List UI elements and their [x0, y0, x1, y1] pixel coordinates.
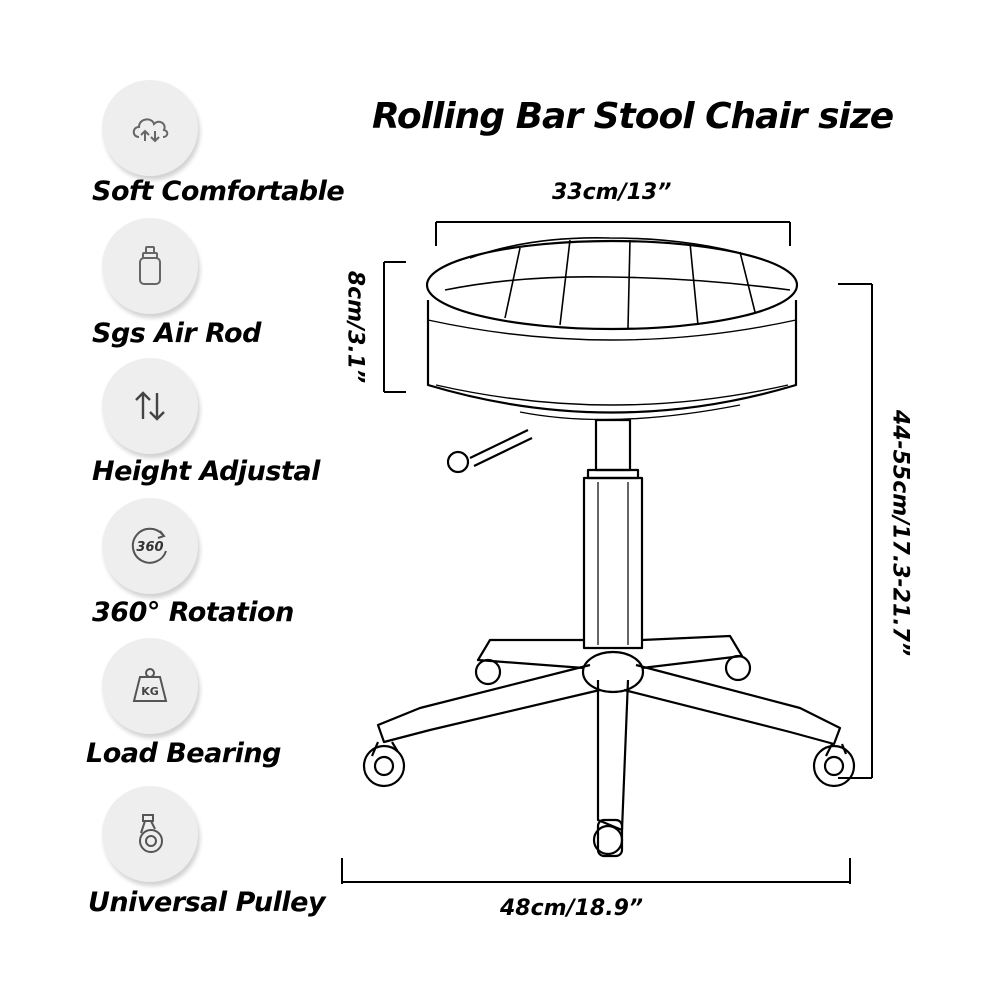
feature-360-rotation: 360 [102, 498, 198, 594]
star-base [376, 634, 842, 832]
feature-label: 360° Rotation [92, 597, 294, 628]
gas-column [582, 418, 644, 650]
weight-badge-text: KG [141, 685, 159, 698]
casters [362, 654, 856, 858]
bottle-icon [139, 246, 161, 285]
seat-cushion [425, 237, 799, 421]
feature-load-bearing: KG [102, 638, 198, 734]
up-down-arrows-icon [135, 391, 165, 421]
feature-soft-comfortable [102, 80, 198, 176]
seat-width-label: 33cm/13” [552, 180, 672, 205]
feature-label: Height Adjustal [92, 456, 320, 487]
weight-kg-icon: KG [132, 668, 168, 702]
feature-air-rod [102, 218, 198, 314]
feature-label: Sgs Air Rod [92, 318, 261, 349]
base-width-line [341, 858, 851, 884]
seat-thickness-line [383, 261, 406, 393]
caster-wheel-icon [139, 814, 163, 853]
feature-label: Universal Pulley [88, 887, 326, 918]
feature-label: Load Bearing [86, 738, 281, 769]
stool-illustration [362, 237, 856, 858]
feature-height-adjustable [102, 358, 198, 454]
height-line [838, 283, 873, 779]
cloud-sync-icon [132, 118, 169, 143]
feature-label: Soft Comfortable [92, 176, 345, 207]
feature-universal-pulley [102, 786, 198, 882]
rotation-360-icon: 360 [131, 527, 167, 564]
base-width-label: 48cm/18.9” [500, 896, 644, 921]
height-lever [446, 429, 533, 474]
seat-width-line [435, 221, 791, 246]
rotation-badge-text: 360 [136, 540, 163, 555]
page-title: Rolling Bar Stool Chair size [372, 96, 894, 137]
